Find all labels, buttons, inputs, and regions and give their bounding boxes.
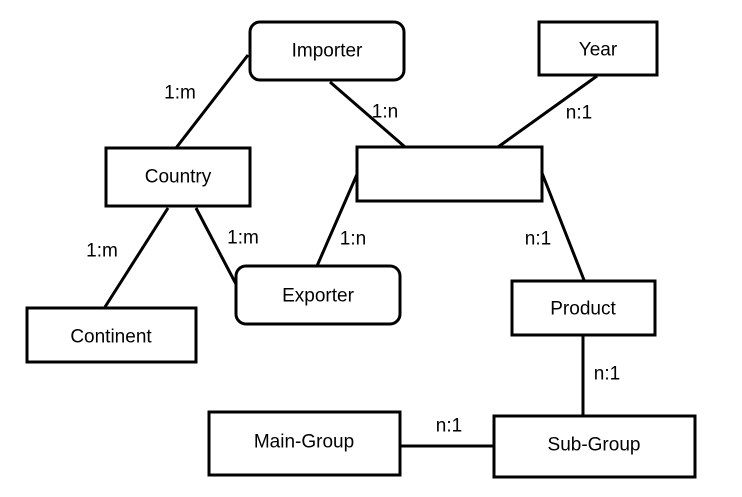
- edge-country-continent: [103, 207, 170, 308]
- card-country-continent: 1:m: [86, 241, 118, 262]
- card-fact-product: n:1: [525, 229, 551, 250]
- node-label-continent: Continent: [70, 327, 152, 348]
- card-exporter-fact: 1:n: [340, 229, 366, 250]
- node-label-product: Product: [550, 299, 616, 320]
- card-year-fact: n:1: [566, 103, 592, 124]
- node-fact: [355, 145, 544, 203]
- edge-exporter-fact: [315, 171, 360, 267]
- edge-year-fact: [497, 74, 598, 149]
- node-country: Country: [104, 146, 252, 208]
- node-sub-group: Sub-Group: [492, 414, 697, 479]
- card-product-subgroup: n:1: [594, 364, 620, 385]
- card-importer-country: 1:m: [164, 83, 196, 104]
- edge-importer-country: [174, 54, 250, 149]
- node-importer: Importer: [248, 20, 406, 82]
- edges: [103, 54, 598, 448]
- node-continent: Continent: [25, 306, 198, 364]
- node-product: Product: [510, 279, 657, 337]
- node-main-group: Main-Group: [207, 410, 402, 477]
- edge-importer-fact: [329, 80, 406, 149]
- node-label-country: Country: [145, 167, 212, 188]
- edge-fact-product: [540, 172, 586, 281]
- node-label-main-group: Main-Group: [254, 432, 354, 453]
- card-country-exporter: 1:m: [227, 228, 259, 249]
- node-label-sub-group: Sub-Group: [548, 435, 641, 456]
- edge-country-exporter: [194, 207, 239, 287]
- node-exporter: Exporter: [234, 264, 402, 326]
- cardinality-labels: 1:m 1:n n:1 1:m 1:m 1:n n:1 n:1 n:1: [86, 83, 620, 437]
- node-year: Year: [537, 20, 659, 77]
- card-importer-fact: 1:n: [372, 102, 398, 123]
- node-label-importer: Importer: [292, 41, 363, 62]
- node-label-year: Year: [579, 40, 618, 61]
- card-maingroup-subgroup: n:1: [436, 416, 462, 437]
- node-label-exporter: Exporter: [282, 286, 354, 307]
